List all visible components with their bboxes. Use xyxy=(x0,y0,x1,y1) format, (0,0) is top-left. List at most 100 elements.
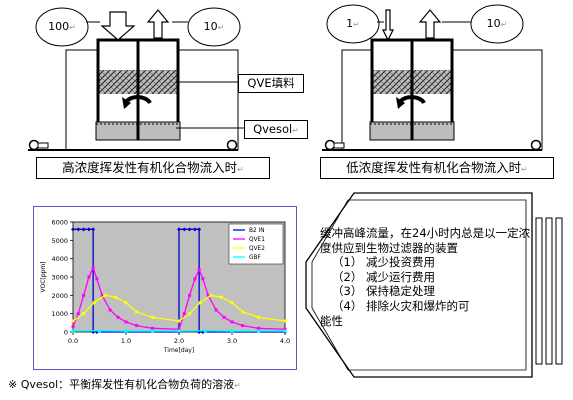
series-point xyxy=(100,293,104,297)
series-point xyxy=(182,312,186,316)
series-point xyxy=(214,308,218,312)
series-point xyxy=(222,315,226,319)
series-point xyxy=(71,329,75,333)
series-point xyxy=(193,277,197,281)
series-point xyxy=(241,310,245,314)
series-point xyxy=(230,320,234,324)
series-point xyxy=(257,326,260,330)
series-point xyxy=(81,227,86,232)
series-point xyxy=(197,227,202,232)
series-point xyxy=(177,227,181,232)
series-point xyxy=(177,319,181,323)
legend-entry: GBF xyxy=(249,255,261,261)
packing-label: QVE填料 xyxy=(247,76,295,90)
series-point xyxy=(206,293,210,297)
series-point xyxy=(86,227,91,232)
legend-entry: QVE2 xyxy=(249,246,265,252)
solvent-label-box: Qvesol↵ xyxy=(244,120,308,139)
footnote-text: ※ Qvesol：平衡挥发性有机化合物负荷的溶液 xyxy=(8,378,235,391)
series-point xyxy=(135,310,139,314)
description-item-2: （2） 减少运行费用 xyxy=(332,269,435,284)
series-point xyxy=(71,325,75,328)
legend-entry: QVE1 xyxy=(249,237,265,243)
series-point xyxy=(151,329,154,333)
series-point xyxy=(71,227,75,232)
series-point xyxy=(82,293,86,297)
series-point xyxy=(283,327,287,331)
series-point xyxy=(76,227,81,232)
series-point xyxy=(151,315,154,319)
description-tail: 能性 xyxy=(320,313,343,328)
description-item-3: （3） 保持稳定处理 xyxy=(332,284,435,299)
left-outflow-value: 10 xyxy=(203,20,218,33)
series-point xyxy=(188,293,192,297)
vertical-bar-2 xyxy=(545,217,553,365)
right-caption-box: 低浓度挥发性有机化合物流入时↵ xyxy=(320,157,554,179)
series-point xyxy=(116,315,120,319)
series-point xyxy=(230,329,234,333)
series-point xyxy=(209,293,213,297)
x-axis-label: Time[day] xyxy=(163,347,194,354)
series-point xyxy=(113,295,117,299)
series-point xyxy=(201,277,205,281)
series-point xyxy=(283,329,287,333)
series-line-1 xyxy=(73,228,285,333)
series-point xyxy=(124,320,128,324)
outflow-arrow xyxy=(146,9,170,39)
y-tick-label: 1000 xyxy=(51,310,68,318)
right-inflow-value: 1 xyxy=(346,17,354,30)
series-point xyxy=(76,312,80,316)
outflow-arrow-right xyxy=(418,9,442,39)
right-biofilter-diagram xyxy=(322,4,543,151)
solvent-label: Qvesol xyxy=(253,122,293,136)
y-tick-label: 5000 xyxy=(51,237,68,245)
y-axis-label: VOC[ppm] xyxy=(40,261,47,292)
y-tick-label: 6000 xyxy=(51,219,68,227)
vertical-bar-3 xyxy=(555,217,563,365)
series-point xyxy=(124,301,128,305)
x-tick-label: 0.0 xyxy=(68,337,78,345)
series-point xyxy=(177,327,181,331)
description-item-1: （1） 减少投资费用 xyxy=(332,255,435,270)
x-tick-label: 1.0 xyxy=(121,337,131,345)
series-point xyxy=(230,301,234,305)
inflow-callout xyxy=(35,7,89,47)
series-point xyxy=(257,329,260,333)
vertical-bar-1 xyxy=(535,217,543,365)
legend-entry: B2 IN xyxy=(249,228,265,234)
description-intro: 缓冲高峰流量，在24小时内总是以一定浓度供应到生物过滤器的装置 xyxy=(320,226,531,255)
y-tick-label: 0 xyxy=(64,329,68,337)
series-point xyxy=(283,319,287,323)
series-point xyxy=(71,319,75,323)
left-caption: 高浓度挥发性有机化合物流入时 xyxy=(62,160,238,175)
series-point xyxy=(151,326,154,330)
series-point xyxy=(108,308,112,312)
series-point xyxy=(257,315,260,319)
series-point xyxy=(177,329,181,333)
x-tick-label: 3.0 xyxy=(227,337,237,345)
left-caption-box: 高浓度挥发性有机化合物流入时↵ xyxy=(36,157,270,179)
series-point xyxy=(198,301,202,305)
packing-label-box: QVE填料 xyxy=(238,74,304,93)
outflow-callout xyxy=(187,7,241,47)
description-arrow-frame xyxy=(305,192,563,378)
series-point xyxy=(241,324,245,328)
series-point xyxy=(192,227,197,232)
series-point xyxy=(92,301,96,305)
right-outflow-value: 10 xyxy=(486,17,501,30)
series-point xyxy=(87,275,91,279)
series-point xyxy=(91,266,95,270)
x-tick-label: 2.0 xyxy=(174,337,184,345)
series-point xyxy=(188,312,192,316)
x-tick-label: 4.0 xyxy=(280,337,290,345)
description-text: 缓冲高峰流量，在24小时内总是以一定浓度供应到生物过滤器的装置 （1） 减少投资… xyxy=(320,226,532,328)
description-item-4: （4） 排除火灾和爆炸的可 xyxy=(332,298,470,313)
series-point xyxy=(95,277,99,281)
y-tick-label: 4000 xyxy=(51,255,68,263)
y-tick-label: 3000 xyxy=(51,274,68,282)
series-point xyxy=(219,295,223,299)
left-inflow-value: 100 xyxy=(48,20,70,33)
series-point xyxy=(135,324,139,328)
right-caption: 低浓度挥发性有机化合物流入时 xyxy=(346,160,522,175)
